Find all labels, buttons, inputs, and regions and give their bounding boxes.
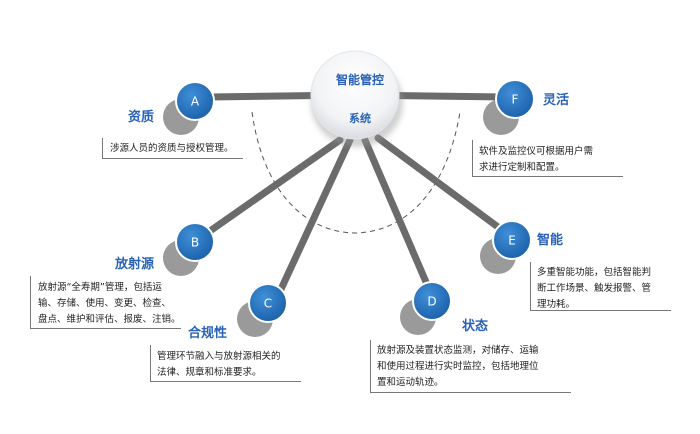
node-c: C (237, 283, 288, 337)
node-f-circle (495, 79, 535, 119)
spoke-d (361, 136, 436, 300)
node-e-desc: 多重智能功能，包括智能判 断工作场景、触发报警、管 理功耗。 (537, 267, 652, 310)
node-c-desc: 管理环节融入与放射源相关的 法律、规章和标准要求。 (157, 351, 281, 378)
node-b-circle (175, 222, 215, 262)
node-e: E (480, 220, 532, 274)
hub-circle (310, 50, 400, 140)
node-d-title: 状态 (462, 319, 489, 334)
bracket-e (530, 262, 671, 311)
node-a-desc: 涉源人员的资质与授权管理。 (110, 143, 234, 154)
node-c-title: 合规性 (188, 326, 228, 341)
node-c-circle (248, 283, 288, 323)
bracket-a (102, 138, 243, 159)
spoke-b (196, 136, 344, 242)
node-d-circle (412, 281, 452, 321)
bracket-d (370, 340, 571, 393)
node-b-title: 放射源 (115, 257, 155, 272)
node-c-letter: C (264, 297, 272, 311)
node-d-desc: 放射源及装置状态监测，对储存、运输 和使用过程进行实时监控，包括地理位 置和运动… (377, 345, 539, 388)
node-b: B (163, 222, 215, 276)
hub-title-line1: 智能管控 (335, 72, 384, 87)
node-e-letter: E (508, 234, 516, 248)
bracket-c (150, 345, 301, 382)
node-d: D (400, 281, 452, 335)
node-e-title: 智能 (537, 233, 564, 248)
node-f-letter: F (512, 93, 519, 107)
hub: 智能管控 系统 (310, 50, 403, 147)
hub-title-line2: 系统 (349, 111, 371, 125)
node-a-circle (175, 81, 215, 121)
bracket-b (30, 276, 181, 329)
node-f: F (483, 79, 535, 135)
node-f-title: 灵活 (543, 93, 570, 108)
node-a-letter: A (191, 95, 200, 109)
spoke-c (272, 136, 354, 304)
node-b-letter: B (191, 236, 199, 250)
node-e-circle (492, 220, 532, 260)
bracket-f (472, 140, 623, 177)
node-d-letter: D (427, 295, 436, 309)
node-a-title: 资质 (128, 110, 155, 125)
node-a: A (163, 81, 215, 135)
node-f-desc: 软件及监控仪可根据用户需 求进行定制和配置。 (479, 146, 594, 173)
dashed-arc (251, 111, 461, 234)
spoke-e (374, 134, 514, 240)
spokes (196, 91, 514, 304)
node-b-desc: 放射源“全寿期”管理，包括运 输、存储、使用、变更、检查、 盘点、维护和评估、报… (38, 282, 181, 325)
